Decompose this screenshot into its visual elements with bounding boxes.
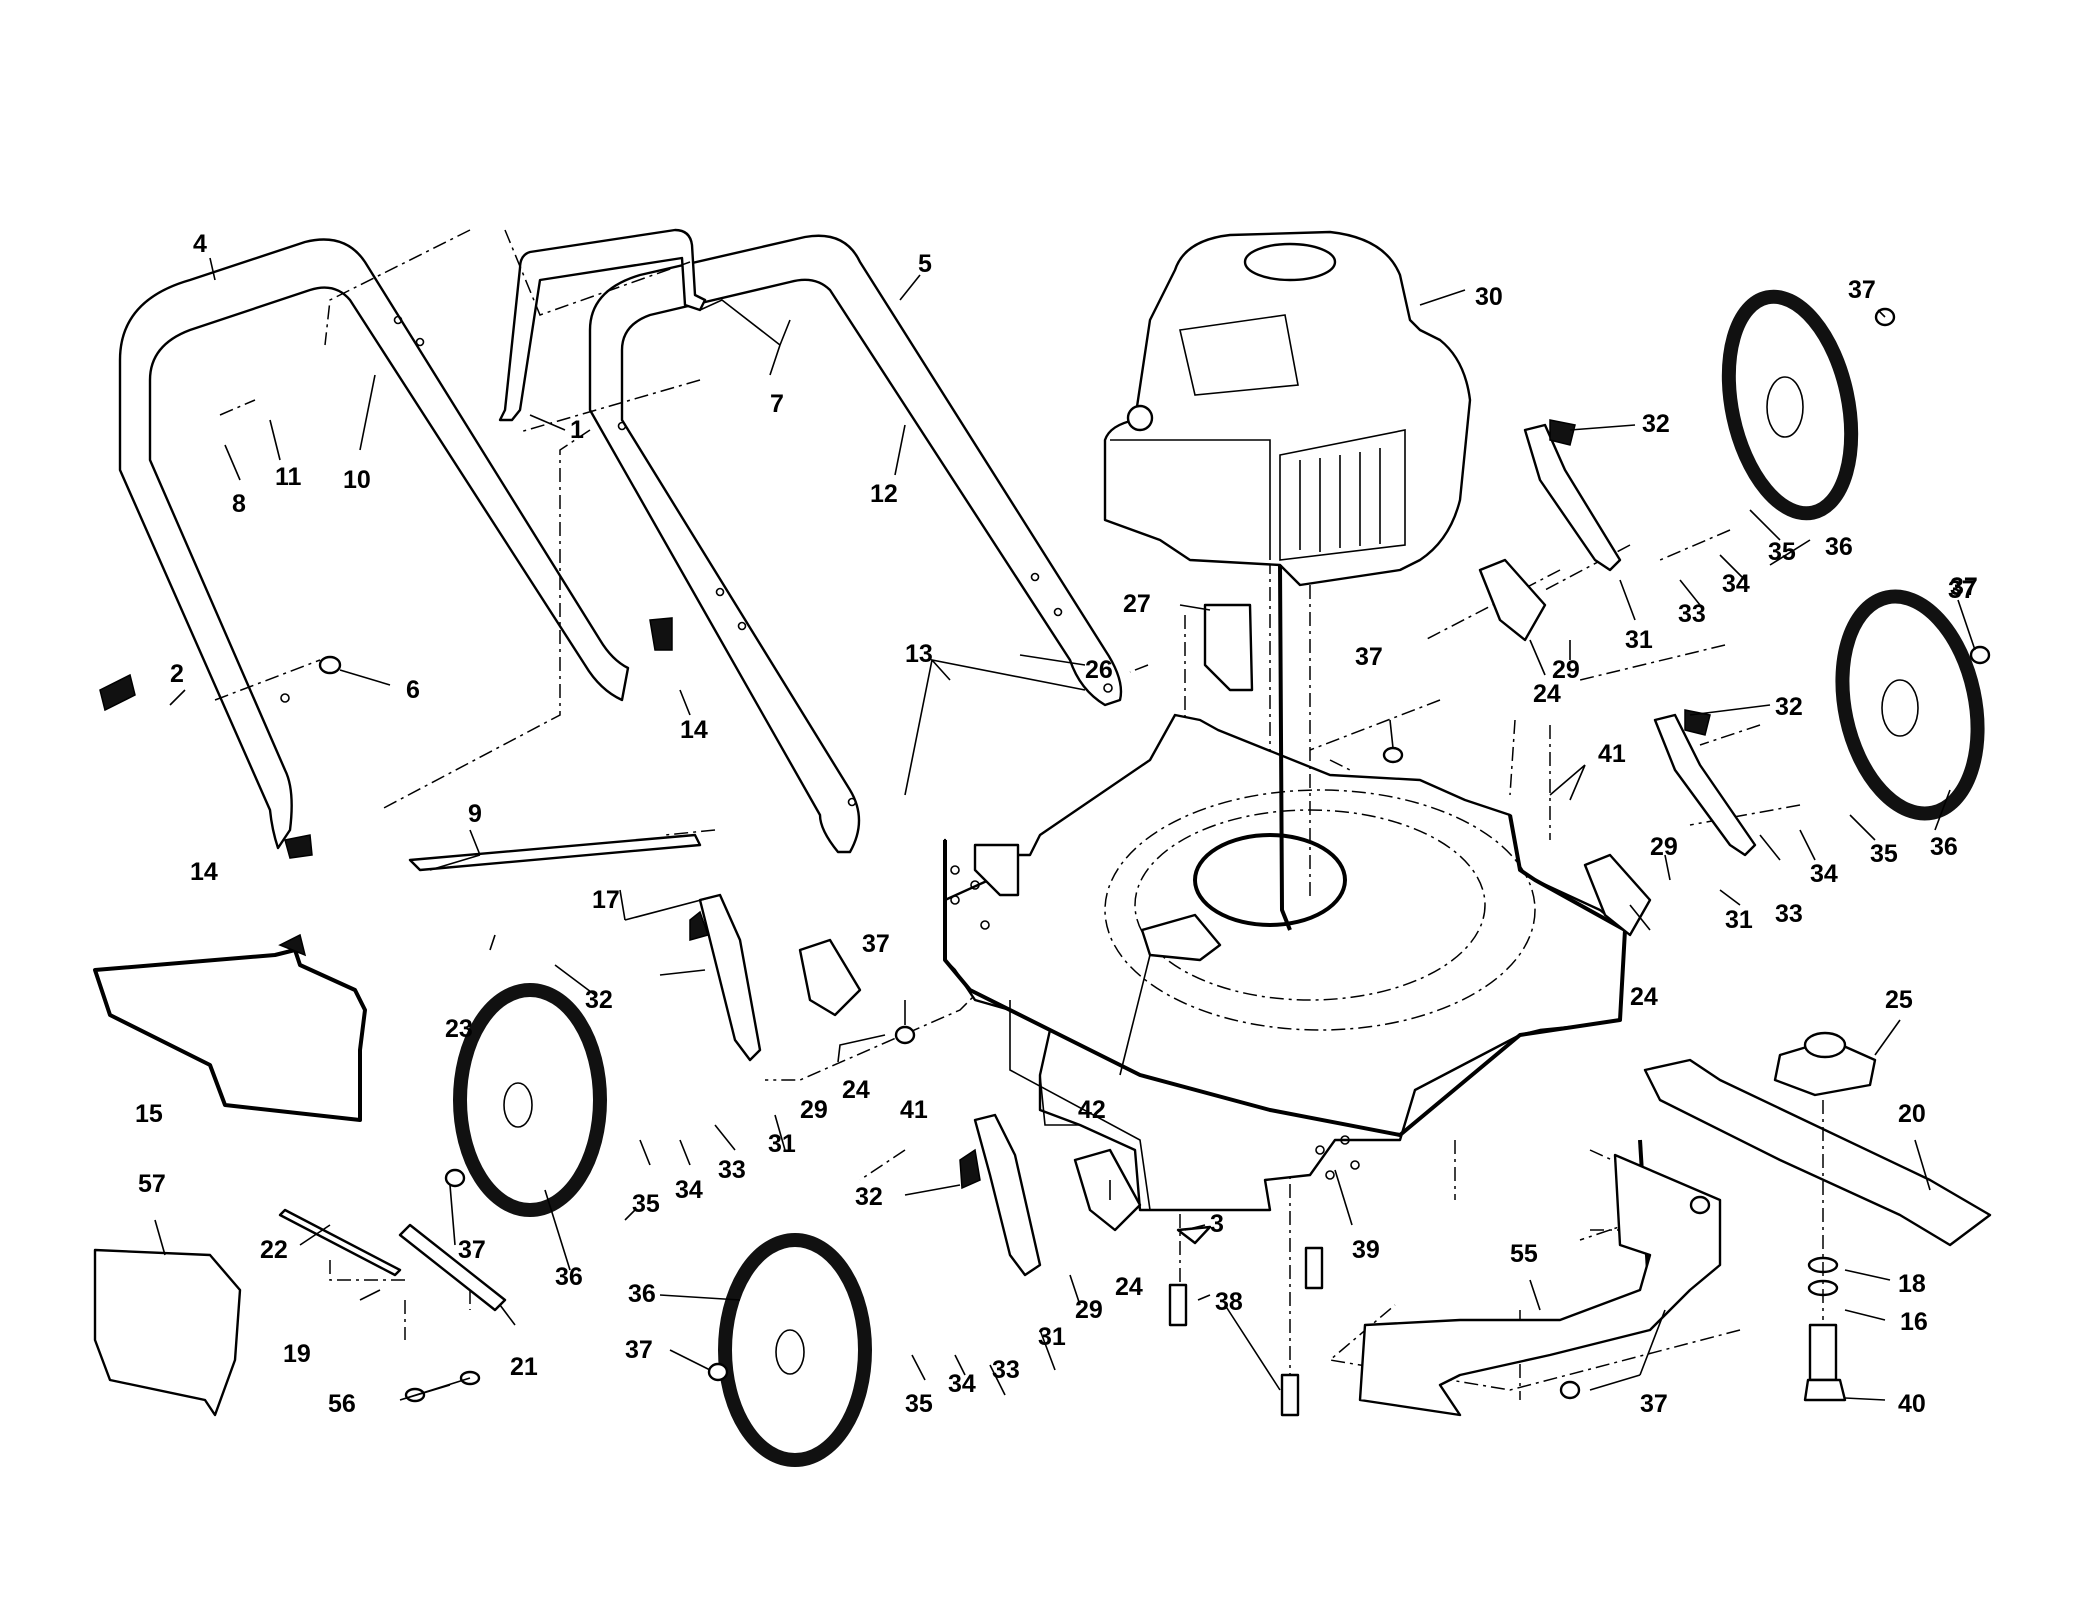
callout-29-b: 29	[1650, 833, 1678, 861]
callout-8: 8	[232, 490, 246, 518]
callout-41-b: 41	[900, 1096, 928, 1124]
height-adjuster-rear-top	[1478, 419, 1622, 642]
callout-labels: 4 1 5 7 11 8 10 12 30 37 32 35 36 34 33 …	[135, 230, 1978, 1418]
callout-33-a: 33	[1678, 600, 1706, 628]
rear-shield-part	[1358, 1153, 1722, 1417]
callout-31-b: 31	[1725, 906, 1753, 934]
callout-1: 1	[570, 416, 584, 444]
wheel-front-center	[718, 1233, 872, 1467]
callout-15: 15	[135, 1100, 163, 1128]
callout-20: 20	[1898, 1100, 1926, 1128]
callout-22: 22	[260, 1236, 288, 1264]
blade-adapter-part	[1773, 1031, 1877, 1097]
callout-29-d: 29	[1075, 1296, 1103, 1324]
callout-34-a: 34	[1722, 570, 1750, 598]
callout-37-h: 37	[625, 1336, 653, 1364]
callout-9: 9	[468, 800, 482, 828]
side-skirt-part	[93, 1248, 242, 1417]
wheel-front-left	[453, 983, 607, 1217]
callout-19: 19	[283, 1340, 311, 1368]
callout-35-d: 35	[905, 1390, 933, 1418]
callout-37-f: 37	[458, 1236, 486, 1264]
callout-32-d: 32	[855, 1183, 883, 1211]
height-adjuster-front-center	[959, 1113, 1142, 1277]
callout-14-b: 14	[190, 858, 218, 886]
callout-25: 25	[1885, 986, 1913, 1014]
callout-5: 5	[918, 250, 932, 278]
callout-7: 7	[770, 390, 784, 418]
callout-32-a: 32	[1642, 410, 1670, 438]
callout-33-b: 33	[1775, 900, 1803, 928]
callout-18: 18	[1898, 1270, 1926, 1298]
callout-37-g: 37	[1640, 1390, 1668, 1418]
callout-35-c: 35	[632, 1190, 660, 1218]
callout-31-c: 31	[768, 1130, 796, 1158]
callout-14-a: 14	[680, 716, 708, 744]
callout-33-c: 33	[718, 1156, 746, 1184]
callout-38: 38	[1215, 1288, 1243, 1316]
callout-10: 10	[343, 466, 371, 494]
callout-55: 55	[1510, 1240, 1538, 1268]
callout-37-d: 37	[1950, 573, 1978, 601]
callout-leaders	[154, 257, 1976, 1401]
callout-36-b: 36	[1930, 833, 1958, 861]
callout-36-d: 36	[628, 1280, 656, 1308]
callout-40: 40	[1898, 1390, 1926, 1418]
callout-6: 6	[406, 676, 420, 704]
callout-32-b: 32	[1775, 693, 1803, 721]
callout-11: 11	[275, 463, 302, 491]
callout-26: 26	[1085, 656, 1113, 684]
callout-23: 23	[445, 1015, 473, 1043]
callout-17: 17	[592, 886, 620, 914]
callout-12: 12	[870, 480, 898, 508]
callout-34-d: 34	[948, 1370, 976, 1398]
callout-16: 16	[1900, 1308, 1928, 1336]
callout-37-b: 37	[1948, 576, 1976, 604]
engine-part	[1103, 230, 1472, 931]
wheel-rear-right-bottom	[1835, 589, 1985, 821]
callout-34-b: 34	[1810, 860, 1838, 888]
callout-21: 21	[510, 1353, 538, 1381]
callout-32-c: 32	[585, 986, 613, 1014]
callout-35-b: 35	[1870, 840, 1898, 868]
callout-42: 42	[1078, 1096, 1106, 1124]
mower-deck-part	[943, 713, 1627, 1212]
callout-37-e: 37	[862, 930, 890, 958]
lower-handle-part	[118, 238, 630, 850]
callout-13: 13	[905, 640, 933, 668]
callout-34-c: 34	[675, 1176, 703, 1204]
callout-29-a: 29	[1552, 656, 1580, 684]
callout-41-a: 41	[1598, 740, 1626, 768]
control-bar-part	[498, 228, 707, 422]
wheel-rear-right-top	[1721, 289, 1859, 521]
callout-36-c: 36	[555, 1263, 583, 1291]
callout-36-a: 36	[1825, 533, 1853, 561]
callout-37-a: 37	[1848, 276, 1876, 304]
callout-3: 3	[1210, 1210, 1224, 1238]
blade-bolt-part	[1803, 1100, 1847, 1402]
callout-4: 4	[193, 230, 207, 258]
callout-35-a: 35	[1768, 538, 1796, 566]
rear-deflector-part	[93, 933, 367, 1122]
callout-24-a: 24	[1533, 680, 1561, 708]
callout-30: 30	[1475, 283, 1503, 311]
upper-handle-part	[588, 234, 1123, 854]
callout-24-b: 24	[1630, 983, 1658, 1011]
callout-2: 2	[170, 660, 184, 688]
callout-37-c: 37	[1355, 643, 1383, 671]
callout-27: 27	[1123, 590, 1151, 618]
callout-24-d: 24	[1115, 1273, 1143, 1301]
callout-39: 39	[1352, 1236, 1380, 1264]
callout-57: 57	[138, 1170, 166, 1198]
callout-31-d: 31	[1038, 1323, 1066, 1351]
callout-31-a: 31	[1625, 626, 1653, 654]
callout-29-c: 29	[800, 1096, 828, 1124]
callout-33-d: 33	[992, 1356, 1020, 1384]
small-hardware	[99, 307, 1991, 1417]
callout-24-c: 24	[842, 1076, 870, 1104]
callout-56: 56	[328, 1390, 356, 1418]
height-adjuster-front-left	[689, 893, 862, 1062]
